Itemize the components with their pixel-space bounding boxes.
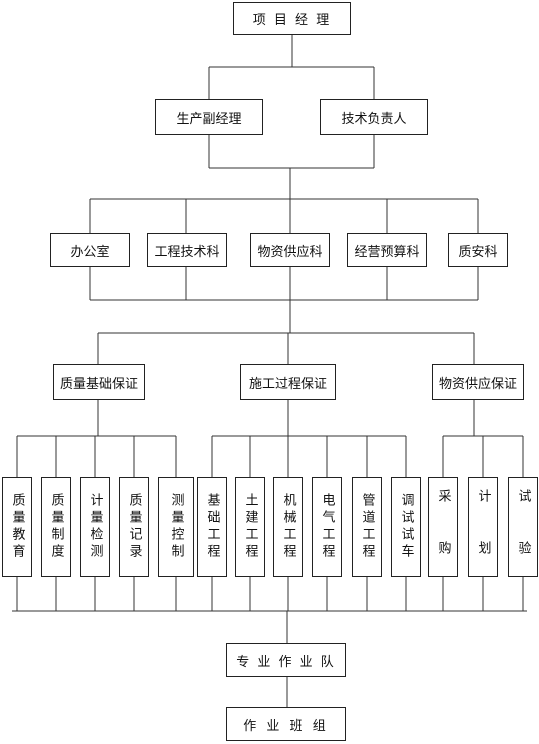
leaf-label: 质量教育 — [9, 493, 25, 561]
leaf-box: 质量记录 — [119, 477, 149, 577]
leaf-box: 计 划 — [468, 477, 498, 577]
leaf-label: 计量检测 — [87, 493, 103, 561]
quality-basis-guarantee-box: 质量基础保证 — [53, 364, 145, 400]
leaf-box: 采 购 — [428, 477, 458, 577]
leaf-label: 电气工程 — [319, 493, 335, 561]
office-box: 办公室 — [50, 233, 130, 267]
leaf-box: 质量制度 — [41, 477, 71, 577]
production-deputy-manager-box: 生产副经理 — [155, 99, 263, 135]
technical-lead-box: 技术负责人 — [320, 99, 428, 135]
leaf-label: 基础工程 — [204, 493, 220, 561]
leaf-label: 采 购 — [435, 488, 451, 566]
leaf-box: 机械工程 — [273, 477, 303, 577]
leaf-box: 电气工程 — [312, 477, 342, 577]
leaf-box: 质量教育 — [2, 477, 32, 577]
construction-process-guarantee-box: 施工过程保证 — [240, 364, 336, 400]
work-squad-box: 作 业 班 组 — [226, 707, 346, 741]
leaf-label: 质量记录 — [126, 493, 142, 561]
leaf-label: 调试试车 — [398, 493, 414, 561]
leaf-label: 质量制度 — [48, 493, 64, 561]
budget-section-box: 经营预算科 — [347, 233, 427, 267]
leaf-label: 计 划 — [475, 488, 491, 566]
leaf-box: 计量检测 — [80, 477, 110, 577]
quality-safety-section-box: 质安科 — [448, 233, 508, 267]
leaf-box: 基础工程 — [197, 477, 227, 577]
leaf-label: 土建工程 — [242, 493, 258, 561]
leaf-box: 土建工程 — [235, 477, 265, 577]
material-supply-guarantee-box: 物资供应保证 — [432, 364, 524, 400]
leaf-label: 管道工程 — [359, 493, 375, 561]
leaf-label: 试 验 — [515, 488, 531, 566]
leaf-box: 测量控制 — [158, 477, 194, 577]
engineering-tech-section-box: 工程技术科 — [147, 233, 227, 267]
leaf-label: 机械工程 — [280, 493, 296, 561]
leaf-box: 试 验 — [508, 477, 538, 577]
material-supply-section-box: 物资供应科 — [250, 233, 330, 267]
leaf-label: 测量控制 — [168, 493, 184, 561]
professional-work-team-box: 专 业 作 业 队 — [226, 643, 346, 677]
leaf-box: 管道工程 — [352, 477, 382, 577]
leaf-box: 调试试车 — [391, 477, 421, 577]
project-manager-box: 项 目 经 理 — [233, 2, 351, 35]
